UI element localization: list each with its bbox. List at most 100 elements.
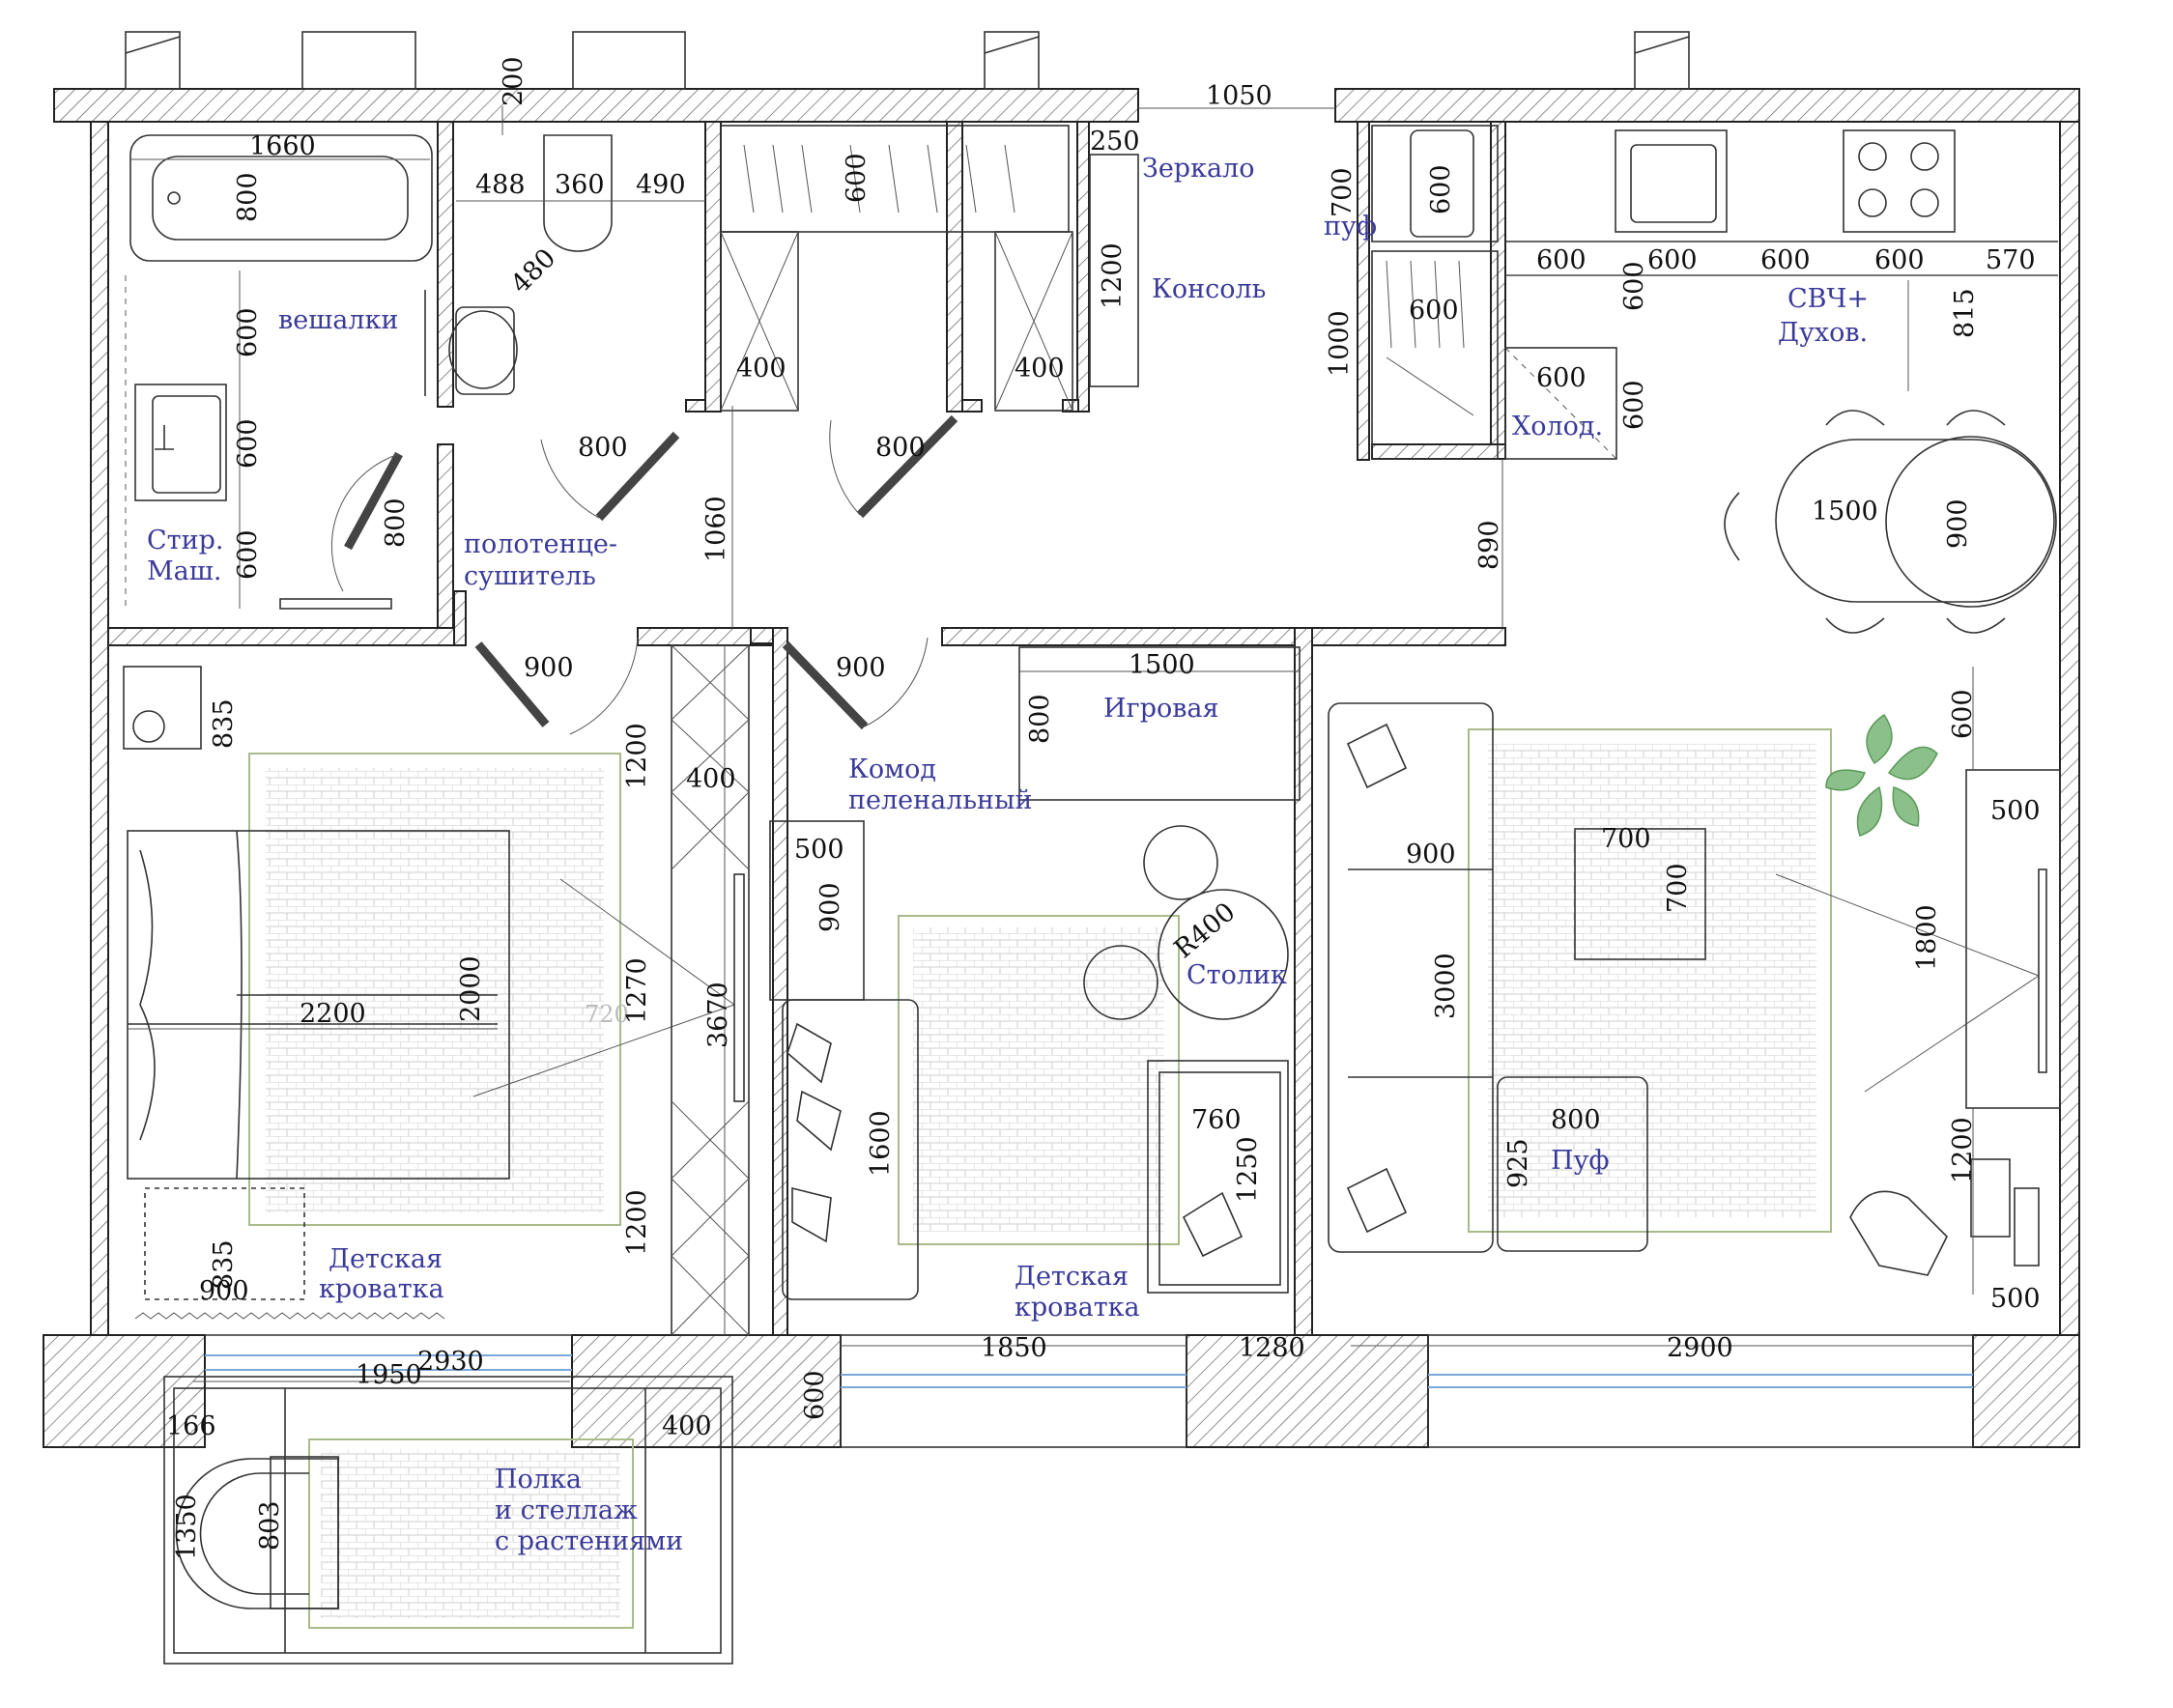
dim-2900: 2900	[1667, 1333, 1733, 1363]
dim-600-balc: 600	[800, 1370, 830, 1420]
dim-1000: 1000	[1325, 310, 1355, 377]
dim-900-crib: 900	[199, 1276, 249, 1306]
dim-1280: 1280	[1239, 1333, 1305, 1363]
label-pouf-kitchen: пуф	[1324, 212, 1377, 242]
label-play: Игровая	[1103, 694, 1219, 724]
dim-1850: 1850	[981, 1333, 1047, 1363]
plant-icon	[1825, 713, 1938, 837]
dim-600-k4: 600	[1760, 245, 1811, 275]
label-washer-2: Маш.	[147, 556, 221, 586]
dim-800-door2: 800	[875, 433, 926, 463]
dim-900-dining: 900	[1943, 498, 1973, 549]
dim-720: 720	[585, 1001, 629, 1028]
interior-walls	[107, 121, 1506, 1336]
labels: Зеркало Консоль вешалки полотенце- сушит…	[147, 154, 1869, 1556]
dim-3670: 3670	[703, 982, 733, 1048]
dim-600-oven: 600	[1426, 164, 1456, 214]
label-dresser-1: Комод	[848, 754, 936, 784]
living-room	[1328, 702, 2061, 1276]
label-dresser-2: пеленальный	[848, 785, 1033, 815]
dim-2930: 2930	[417, 1347, 484, 1377]
dim-400-closet: 400	[686, 764, 736, 794]
label-mirror: Зеркало	[1142, 154, 1254, 184]
dim-600-kv1: 600	[1619, 261, 1649, 311]
dim-1060: 1060	[701, 496, 731, 562]
dim-400-wl: 400	[736, 354, 786, 384]
dim-1200-b: 1200	[1948, 1117, 1978, 1183]
dim-700-table-h: 700	[1663, 863, 1693, 913]
label-crib-left-1: Детская	[329, 1244, 443, 1274]
dim-2200: 2200	[300, 999, 366, 1029]
dim-1660: 1660	[249, 131, 316, 161]
dim-600-wardrobe: 600	[842, 153, 872, 203]
dim-900-dresser: 900	[815, 882, 845, 932]
dim-600-right: 600	[1948, 689, 1978, 739]
label-towel-2: сушитель	[464, 561, 596, 591]
dim-360: 360	[555, 170, 605, 200]
doors	[330, 414, 958, 735]
label-crib-mid-2: кроватка	[1015, 1293, 1140, 1323]
label-shelf-1: Полка	[495, 1465, 582, 1494]
dim-490: 490	[636, 170, 686, 200]
dim-1350: 1350	[172, 1494, 202, 1560]
dim-900-sofa: 900	[1406, 840, 1456, 869]
dim-166: 166	[166, 1411, 216, 1441]
dim-400-wr: 400	[1015, 354, 1065, 384]
dimension-lines	[128, 106, 2058, 1382]
dim-3000: 3000	[1431, 953, 1461, 1019]
dim-250: 250	[1090, 127, 1140, 157]
dim-800-towel: 800	[381, 498, 411, 548]
bathroom	[125, 134, 433, 610]
toilet-room	[448, 134, 613, 395]
dim-500-dresser: 500	[794, 835, 844, 865]
label-pouf-living: Пуф	[1551, 1146, 1610, 1176]
wardrobe	[720, 125, 1139, 412]
closet	[671, 644, 750, 1336]
nursery	[769, 646, 1301, 1300]
dim-600-fridge: 600	[1536, 363, 1587, 393]
dim-803: 803	[255, 1500, 285, 1551]
dim-1500-play: 1500	[1129, 650, 1195, 680]
dim-835-crib: 835	[209, 1239, 239, 1290]
dim-760: 760	[1191, 1105, 1242, 1135]
dim-600-k3: 600	[1647, 245, 1698, 275]
dim-800-bath: 800	[233, 172, 263, 222]
balcony	[163, 1376, 733, 1665]
dim-600-b: 600	[233, 418, 263, 469]
dim-890: 890	[1474, 520, 1504, 570]
label-crib-left-2: кроватка	[319, 1274, 444, 1304]
label-console: Консоль	[1152, 274, 1266, 304]
exterior-walls	[53, 31, 2080, 1336]
dim-570: 570	[1986, 245, 2036, 275]
dining-set	[1724, 410, 2057, 634]
dim-600-k5: 600	[1874, 245, 1925, 275]
label-hangers: вешалки	[278, 305, 398, 335]
dim-600-a: 600	[233, 307, 263, 357]
dim-800-door1: 800	[578, 433, 628, 463]
dim-200: 200	[499, 56, 529, 106]
dim-400-balc: 400	[662, 1411, 712, 1441]
dim-600-k2: 600	[1536, 245, 1587, 275]
dim-1200-c: 1200	[622, 1189, 652, 1256]
dim-1250: 1250	[1233, 1136, 1263, 1203]
label-shelf-3: с растениями	[495, 1526, 683, 1556]
dim-925: 925	[1503, 1138, 1533, 1188]
dim-480: 480	[505, 243, 561, 299]
label-microwave-2: Духов.	[1778, 318, 1868, 348]
dim-700: 700	[1328, 167, 1358, 217]
label-washer-1: Стир.	[147, 526, 223, 555]
dim-1270: 1270	[622, 957, 652, 1024]
label-microwave-1: СВЧ+	[1787, 284, 1869, 314]
dim-1800: 1800	[1912, 904, 1942, 971]
bottom-wall	[43, 1334, 2080, 1448]
dim-2000: 2000	[456, 955, 486, 1022]
dim-700-table-w: 700	[1601, 824, 1651, 854]
label-shelf-2: и стеллаж	[495, 1495, 638, 1525]
label-towel-1: полотенце-	[464, 529, 617, 559]
label-crib-mid-1: Детская	[1015, 1262, 1129, 1292]
bedroom	[123, 666, 735, 1320]
dim-800-play: 800	[1025, 694, 1055, 744]
dim-500-tv: 500	[1990, 796, 2041, 826]
dim-1200-console: 1200	[1098, 242, 1128, 309]
